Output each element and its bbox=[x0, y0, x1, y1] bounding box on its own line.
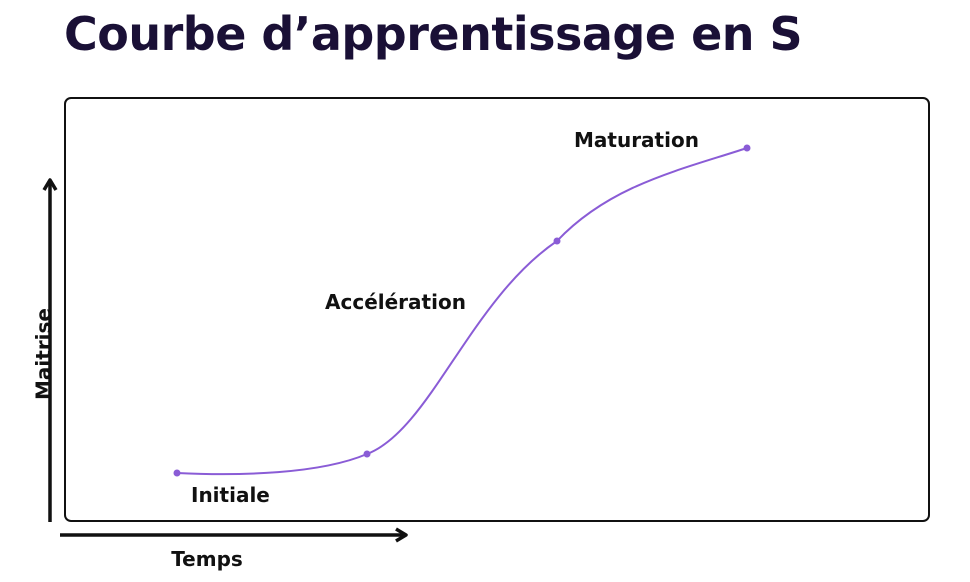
y-axis bbox=[42, 178, 58, 522]
point-label: Accélération bbox=[325, 290, 466, 314]
curve-point bbox=[173, 469, 181, 477]
point-labels: Initiale Accélération Maturation bbox=[191, 128, 699, 507]
x-axis-arrowhead bbox=[395, 527, 408, 543]
y-axis-label: Maitrise bbox=[32, 308, 56, 400]
point-label: Maturation bbox=[574, 128, 699, 152]
learning-curve-line bbox=[176, 147, 748, 476]
y-axis-arrowhead bbox=[42, 178, 58, 191]
curve-point bbox=[363, 450, 371, 458]
chart-frame bbox=[64, 97, 930, 522]
x-axis bbox=[60, 527, 408, 543]
page-title: Courbe d’apprentissage en S bbox=[64, 7, 803, 61]
x-axis-label: Temps bbox=[171, 547, 243, 571]
curve-points bbox=[173, 144, 751, 477]
curve-point bbox=[743, 144, 751, 152]
point-label: Initiale bbox=[191, 483, 270, 507]
curve-point bbox=[553, 237, 561, 245]
